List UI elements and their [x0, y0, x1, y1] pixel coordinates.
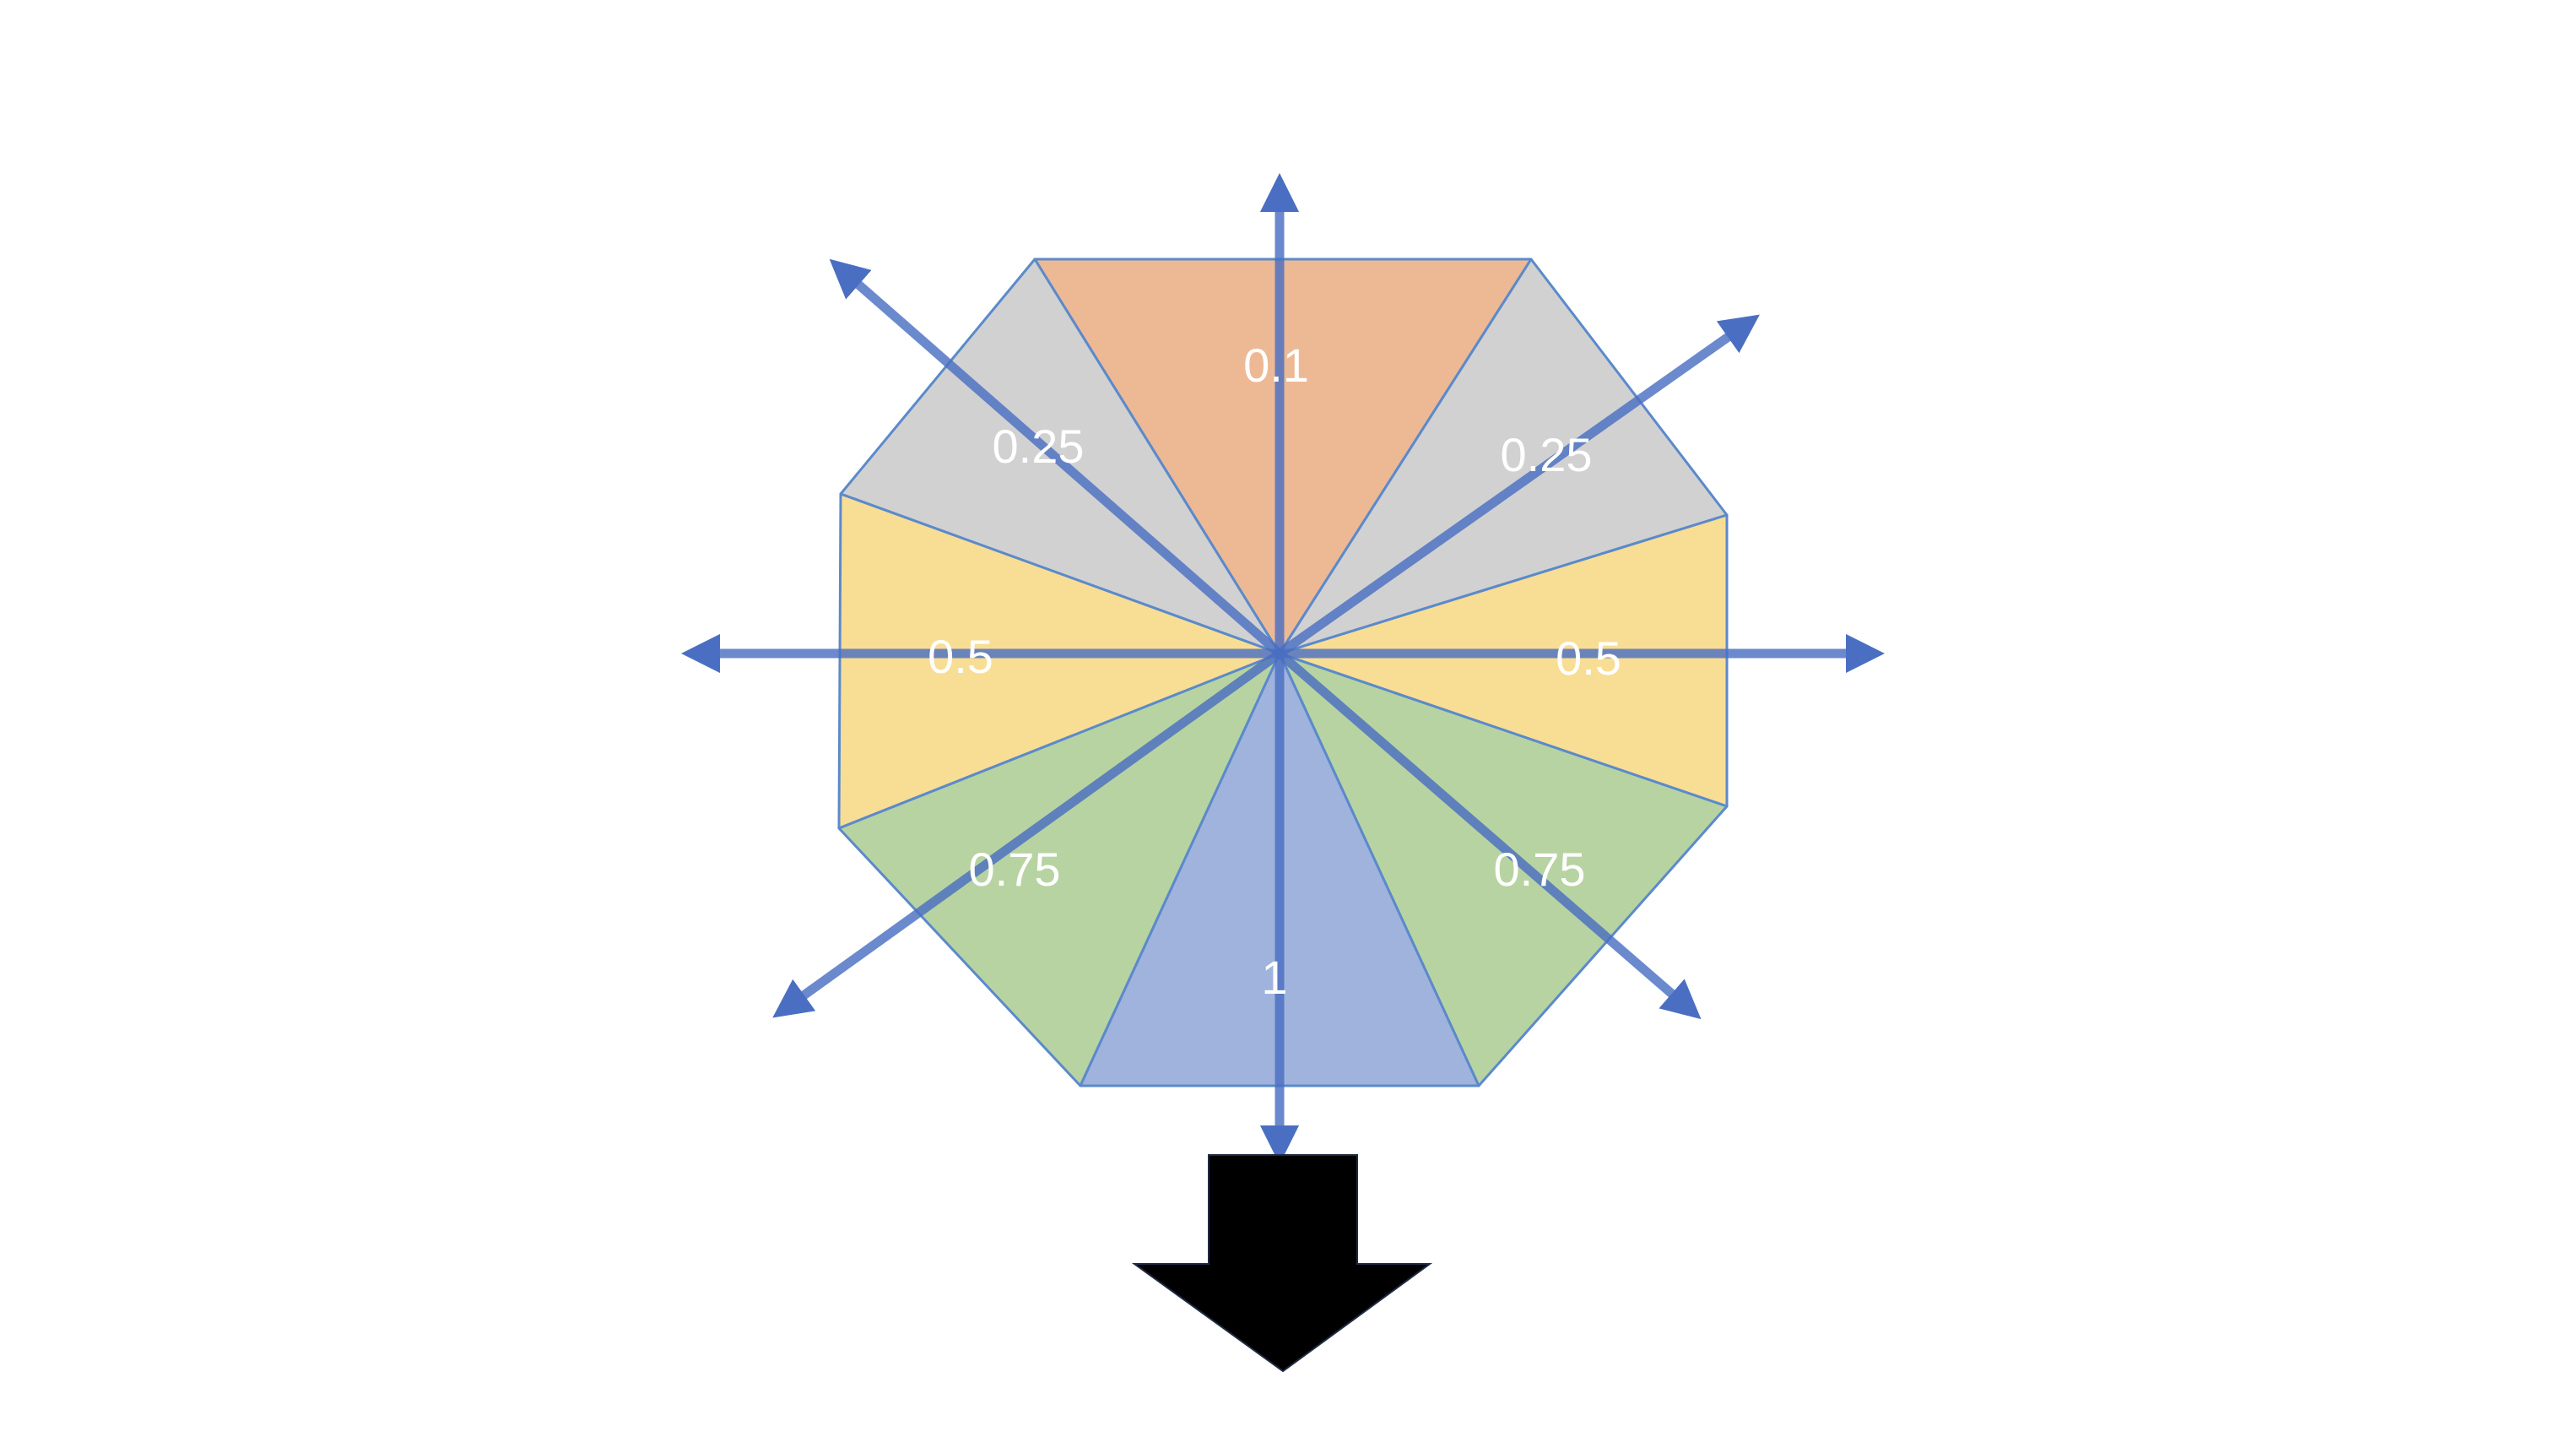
- label-upper-left: 0.25: [993, 420, 1085, 473]
- label-upper-right: 0.25: [1501, 428, 1593, 481]
- label-right: 0.5: [1556, 632, 1621, 685]
- arrow-lower-left: [772, 649, 1283, 1018]
- label-lower-left: 0.75: [969, 843, 1061, 896]
- arrow-upper-left: [829, 258, 1283, 658]
- label-left: 0.5: [928, 630, 993, 683]
- label-top: 0.1: [1243, 339, 1309, 392]
- direction-arrows: [680, 172, 1886, 1165]
- label-lower-right: 0.75: [1494, 843, 1586, 896]
- down-block-arrow: [1131, 1154, 1433, 1373]
- segment-labels: 0.1 0.25 0.25 0.5 0.5 0.75 0.75 1: [928, 339, 1621, 1004]
- label-bottom: 1: [1261, 951, 1287, 1004]
- arrow-lower-right: [1276, 649, 1702, 1020]
- arrow-upper-right: [1276, 314, 1760, 658]
